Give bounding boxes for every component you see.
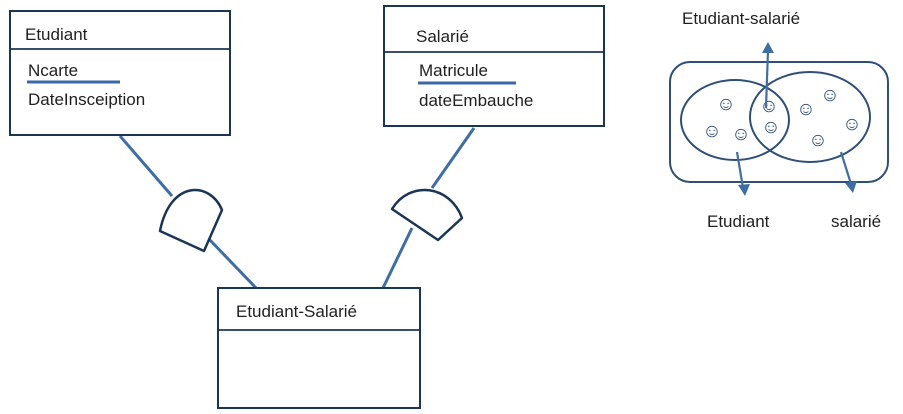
entity-etudiant-attr-ncarte: Ncarte xyxy=(28,61,78,80)
connector-salarie-upper xyxy=(430,127,476,189)
arrow-down-icon xyxy=(738,184,750,196)
entity-etudiant-title: Etudiant xyxy=(25,25,88,44)
entity-salarie-attr-dateembauche: dateEmbauche xyxy=(419,91,533,110)
entity-etudiant-box xyxy=(9,10,231,136)
entity-salarie-title: Salarié xyxy=(416,27,469,46)
subset-symbol-etudiant xyxy=(158,188,224,253)
arrow-salarie-shaft xyxy=(839,151,853,185)
arrow-up-icon xyxy=(762,42,774,53)
entity-etudiant-salarie-box xyxy=(217,287,421,409)
person-icon: ☺ xyxy=(702,121,721,142)
venn-label-etudiant: Etudiant xyxy=(707,212,770,231)
connector-salarie-lower xyxy=(381,227,414,289)
person-icon: ☺ xyxy=(796,99,815,120)
arrow-intersection-shaft xyxy=(764,49,770,109)
person-icon: ☺ xyxy=(716,94,735,115)
person-icon: ☺ xyxy=(761,117,780,138)
arrow-down-icon xyxy=(845,181,857,193)
entity-etudiant[interactable]: Etudiant Ncarte DateInsceiption xyxy=(9,10,231,136)
subset-symbol-salarie xyxy=(390,188,464,242)
person-icon: ☺ xyxy=(842,114,861,135)
entity-salarie-attr-matricule: Matricule xyxy=(419,61,488,80)
arrow-etudiant-shaft xyxy=(735,151,745,189)
venn-set-etudiant xyxy=(680,79,790,161)
person-icon: ☺ xyxy=(820,85,839,106)
venn-label-etudiant-salarie: Etudiant-salarié xyxy=(682,9,800,28)
entity-salarie[interactable]: Salarié Matricule dateEmbauche xyxy=(383,5,605,127)
connector-etudiant-lower xyxy=(206,236,258,290)
entity-salarie-box xyxy=(383,5,605,127)
person-icon: ☺ xyxy=(759,96,778,117)
entity-etudiant-salarie-title: Etudiant-Salarié xyxy=(236,302,357,321)
person-icon: ☺ xyxy=(731,124,750,145)
entity-etudiant-attr-dateinscription: DateInsceiption xyxy=(28,90,145,109)
venn-diagram: ☺ ☺ ☺ ☺ ☺ ☺ ☺ ☺ ☺ Etudiant-salarié Etudi… xyxy=(669,9,889,231)
entity-etudiant-salarie[interactable]: Etudiant-Salarié xyxy=(217,287,421,409)
venn-universe xyxy=(669,61,889,183)
venn-set-salarie xyxy=(749,71,871,163)
person-icon: ☺ xyxy=(808,130,827,151)
venn-label-salarie: salarié xyxy=(831,212,881,231)
connector-etudiant-upper xyxy=(118,135,174,197)
